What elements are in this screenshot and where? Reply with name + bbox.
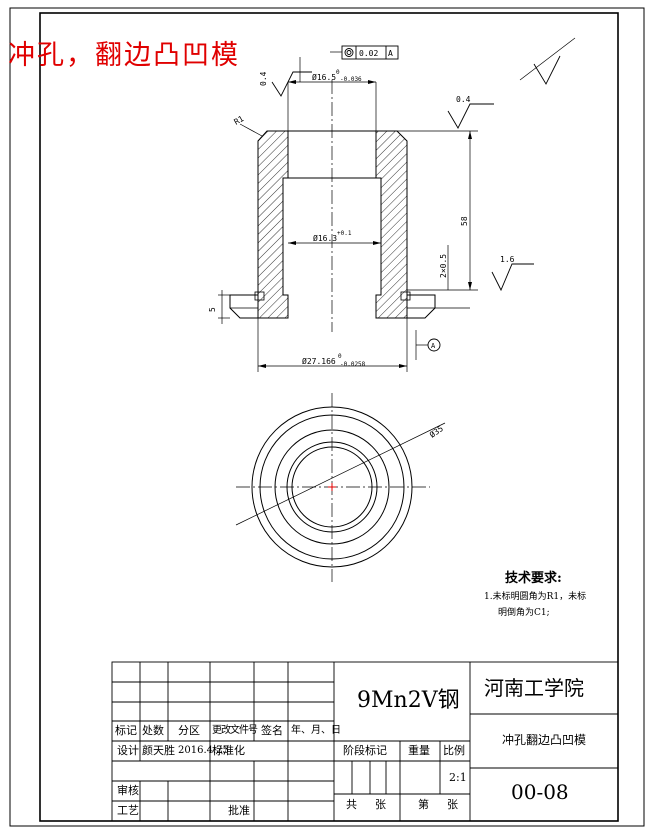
arrowheads [258,80,472,368]
label-signature: 签名 [261,724,283,737]
flange-height-dim: 5 [208,307,217,312]
title-block-grid [111,661,619,822]
label-date: 年、月、日 [291,725,341,736]
outer-dia-dim: Ø16.5 [312,72,336,82]
designer-name: 颜天胜 [142,744,175,757]
circle-dia-dim: Ø35 [427,423,445,440]
chamfer-dim: 2×0.5 [439,254,448,278]
label-standardize: 标准化 [212,744,245,757]
inner-dia-dim: Ø16.3 [313,233,337,243]
school-name: 河南工学院 [484,676,584,700]
base-dia-lower: -0.0258 [340,361,366,368]
drawing-title: 冲孔，翻边凸凹模 [8,40,240,71]
base-dia-upper: 0 [338,353,342,360]
label-sheets: 张 [375,798,386,811]
top-view [235,393,446,582]
datum-symbol [427,338,441,352]
inner-dia-tol: +0.1 [337,230,352,237]
part-name: 冲孔翻边凸凹模 [502,733,587,747]
label-process: 工艺 [117,804,139,817]
radius-dim: R1 [233,114,246,127]
height-dim: 58 [460,216,469,226]
tolerance-frame [341,45,399,60]
label-sheet-no: 第 [418,798,429,811]
label-stage: 阶段标记 [343,744,387,757]
label-total: 共 [346,798,357,811]
label-weight: 重量 [408,744,430,757]
roughness-top-value: 0.4 [456,95,471,104]
label-review: 审核 [117,784,139,797]
roughness-symbols [271,55,561,292]
label-mark: 标记 [115,724,137,737]
label-approve: 批准 [228,804,250,817]
outer-border [9,7,645,827]
roughness-right-value: 1.6 [500,255,515,264]
tolerance-value: 0.02 [359,49,378,58]
label-change-doc: 更改文件号 [212,725,258,736]
material: 9Mn2V钢 [357,688,460,713]
roughness-left-value: 0.4 [259,71,268,86]
outer-dia-lower: -0.036 [340,76,362,83]
label-count: 处数 [142,724,164,737]
base-dia-dim: Ø27.166 [302,356,336,366]
scale-value: 2:1 [449,771,467,784]
design-date: 2016.4.25 [178,745,229,756]
red-markers [328,483,336,491]
tech-req-line-2: 明倒角为C1; [498,608,550,618]
tolerance-datum: A [388,49,393,58]
tech-req-heading: 技术要求: [505,571,562,586]
dimension-lines [218,37,576,372]
tech-req-line-1: 1.未标明圆角为R1，未标 [484,592,587,602]
label-ratio: 比例 [443,744,465,757]
label-zone: 分区 [178,724,200,737]
outer-dia-upper: 0 [336,69,340,76]
label-sheets-2: 张 [447,798,458,811]
section-view [229,80,436,332]
drawing-number: 00-08 [511,780,569,804]
label-design: 设计 [117,744,139,757]
datum-letter: A [431,342,436,350]
